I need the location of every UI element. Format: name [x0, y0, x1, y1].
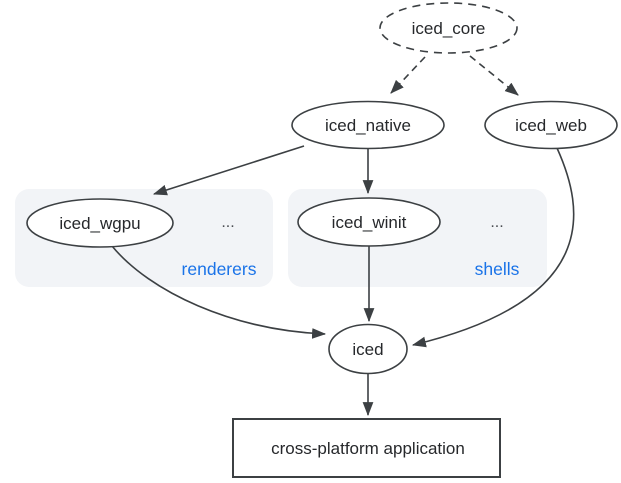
edge-iced_core-iced_native: [390, 56, 426, 94]
renderers-ellipsis-label: ...: [221, 214, 234, 231]
node-iced-web-label: iced_web: [515, 116, 587, 135]
node-iced-core-ellipse: [379, 2, 518, 54]
node-iced-label: iced: [352, 340, 383, 359]
node-iced-native-ellipse: [291, 100, 445, 150]
node-iced-core-label: iced_core: [412, 19, 486, 38]
edge-iced_wgpu-iced: [111, 245, 327, 339]
node-iced-winit-label: iced_winit: [332, 213, 407, 232]
edge-iced_native-iced_wgpu: [152, 145, 305, 196]
node-iced-winit-ellipse: [297, 197, 441, 247]
shells-ellipsis-label: ...: [490, 214, 503, 231]
node-iced-native-label: iced_native: [325, 116, 411, 135]
edge-iced_web-iced: [411, 147, 575, 348]
node-iced-web-ellipse: [484, 100, 618, 150]
shells-group-label: shells: [475, 259, 520, 279]
edge-iced_core-iced_web: [469, 55, 519, 96]
node-app-label: cross-platform application: [271, 439, 465, 458]
node-app-rect: [232, 418, 501, 478]
node-iced-wgpu-ellipse: [26, 198, 174, 248]
renderers-group-label: renderers: [182, 259, 257, 279]
node-iced-wgpu-label: iced_wgpu: [59, 214, 140, 233]
node-iced-ellipse: [328, 323, 408, 375]
